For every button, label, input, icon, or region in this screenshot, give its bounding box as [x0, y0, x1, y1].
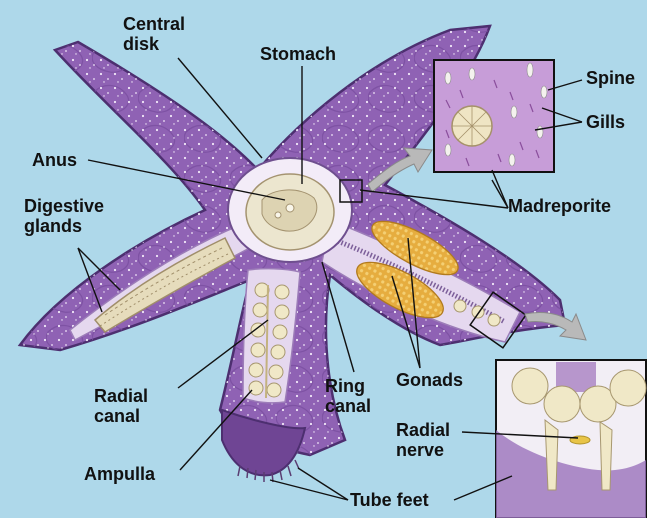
label-stomach: Stomach [260, 44, 336, 64]
label-spine: Spine [586, 68, 635, 88]
label-ampulla: Ampulla [84, 464, 155, 484]
label-gonads: Gonads [396, 370, 463, 390]
label-radial-nerve: Radial nerve [396, 420, 450, 460]
label-madreporite: Madreporite [508, 196, 611, 216]
label-radial-canal: Radial canal [94, 386, 148, 426]
label-central-disk: Central disk [123, 14, 185, 54]
label-ring-canal: Ring canal [325, 376, 371, 416]
inset-cross-section [496, 360, 646, 518]
label-gills: Gills [586, 112, 625, 132]
inset-madreporite [434, 60, 554, 172]
label-tube-feet: Tube feet [350, 490, 429, 510]
label-anus: Anus [32, 150, 77, 170]
label-digestive-glands: Digestive glands [24, 196, 104, 236]
central-disk [228, 158, 352, 262]
